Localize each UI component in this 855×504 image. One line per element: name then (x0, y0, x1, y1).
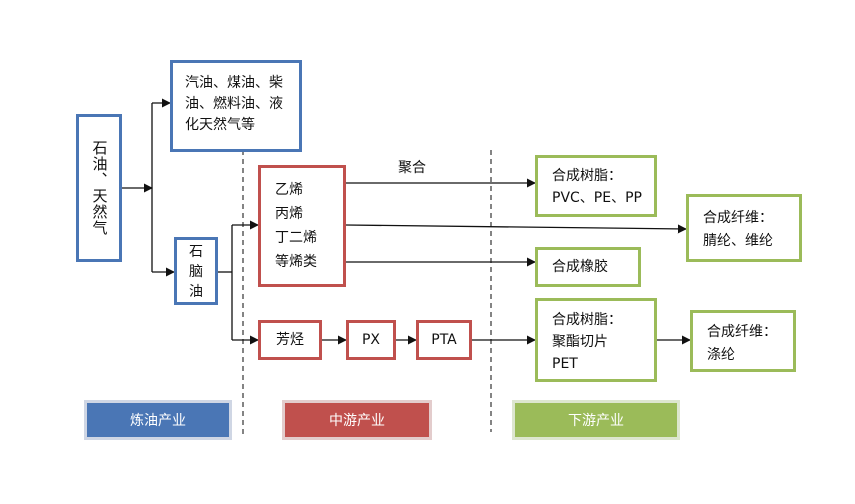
rubber-label: 合成橡胶 (552, 258, 608, 275)
olefins-line-1: 乙烯 (275, 182, 303, 198)
stage-downstream: 下游产业 (512, 400, 680, 440)
node-synthetic-resin-1: 合成树脂： PVC、PE、PP (535, 155, 657, 217)
stage-upstream: 炼油产业 (84, 400, 232, 440)
stage-downstream-label: 下游产业 (568, 413, 624, 429)
olefins-line-3: 丁二烯 (275, 230, 317, 246)
fiber2-line-1: 合成纤维： (707, 324, 777, 340)
node-synthetic-rubber: 合成橡胶 (535, 247, 641, 287)
resin2-line-1: 合成树脂： (552, 312, 622, 328)
stage-upstream-label: 炼油产业 (130, 413, 186, 429)
naphtha-line-3: 油 (189, 284, 203, 300)
node-crude: 石油、天然气 (76, 114, 122, 262)
stage-midstream: 中游产业 (282, 400, 432, 440)
node-synthetic-resin-2: 合成树脂： 聚酯切片 PET (535, 298, 657, 382)
fiber1-line-2: 腈纶、维纶 (703, 233, 773, 249)
node-px: PX (346, 320, 396, 360)
resin2-line-3: PET (552, 356, 578, 372)
fiber2-line-2: 涤纶 (707, 347, 735, 363)
resin1-line-1: 合成树脂： (552, 168, 622, 184)
node-naphtha: 石 脑 油 (174, 237, 218, 305)
node-synthetic-fiber-2: 合成纤维： 涤纶 (690, 310, 796, 372)
fiber1-line-1: 合成纤维： (703, 210, 773, 226)
refined-line-2: 油、燃料油、液 (185, 96, 283, 112)
resin2-line-2: 聚酯切片 (552, 334, 608, 350)
aromatics-label: 芳烃 (276, 331, 304, 348)
refined-line-3: 化天然气等 (185, 117, 255, 133)
node-aromatics: 芳烃 (258, 320, 322, 360)
pta-label: PTA (431, 331, 457, 348)
olefins-line-2: 丙烯 (275, 206, 303, 222)
px-label: PX (361, 331, 381, 348)
naphtha-line-2: 脑 (189, 264, 203, 280)
arrow-to-fiber1 (345, 224, 687, 234)
olefins-line-4: 等烯类 (275, 254, 317, 270)
node-pta: PTA (416, 320, 472, 360)
node-crude-label: 石油、天然气 (90, 140, 109, 236)
edge-label-polymerization: 聚合 (398, 160, 426, 176)
naphtha-line-1: 石 (189, 244, 203, 260)
node-refined-products: 汽油、煤油、柴 油、燃料油、液 化天然气等 (170, 60, 302, 152)
resin1-line-2: PVC、PE、PP (552, 190, 642, 206)
stage-midstream-label: 中游产业 (329, 413, 385, 429)
node-olefins: 乙烯 丙烯 丁二烯 等烯类 (258, 165, 346, 287)
node-synthetic-fiber-1: 合成纤维： 腈纶、维纶 (686, 194, 802, 262)
refined-line-1: 汽油、煤油、柴 (185, 75, 283, 91)
